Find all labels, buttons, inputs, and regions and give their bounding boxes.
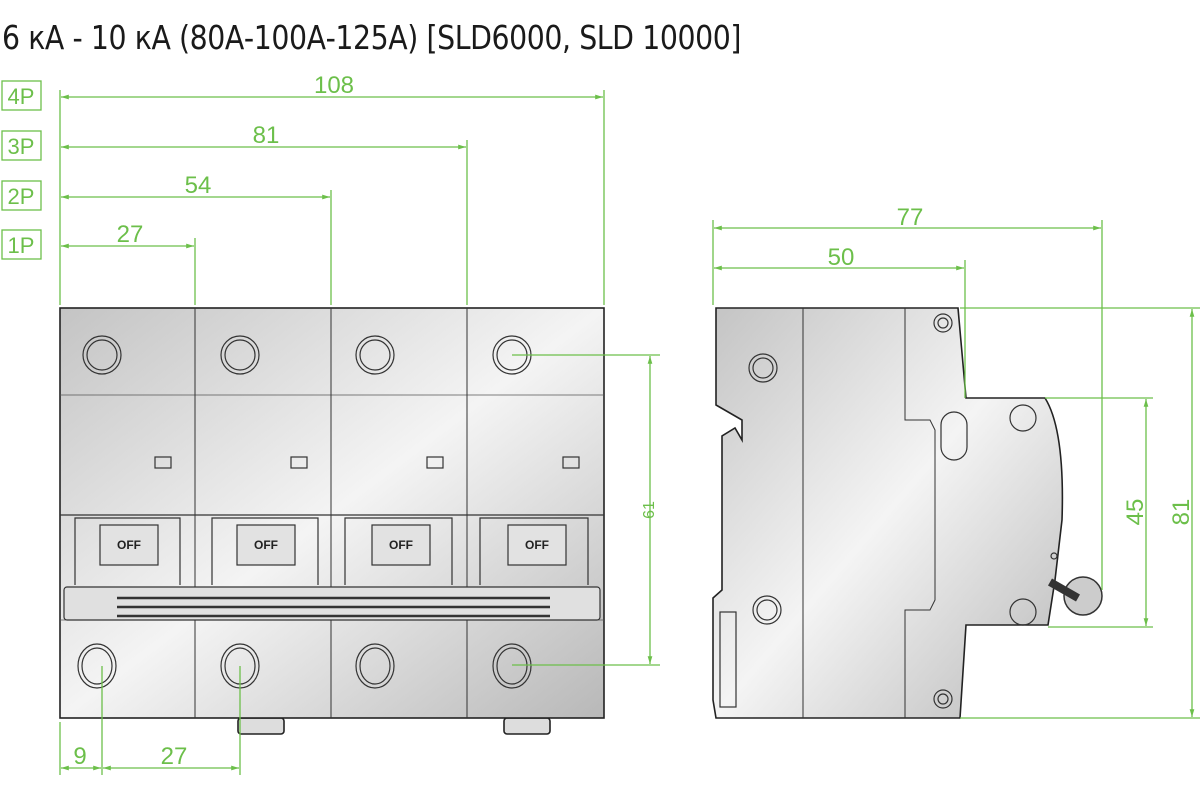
dim-terminal-height: 61 [641, 501, 658, 519]
page-title: 6 кА - 10 кА (80А-100А-125А) [SLD6000, S… [2, 18, 741, 57]
svg-text:3P: 3P [8, 134, 35, 159]
svg-text:1P: 1P [8, 233, 35, 258]
dim-front-height: 45 [1122, 499, 1149, 526]
pole-label-1p: 1P [1, 229, 42, 260]
front-width-dimensions: 108 81 54 27 [59, 72, 605, 305]
dim-1p-width: 27 [117, 221, 144, 248]
breaker-side-view [712, 307, 1103, 719]
svg-text:2P: 2P [8, 184, 35, 209]
handle-off-label: OFF [389, 538, 413, 552]
pole-label-3p: 3P [1, 130, 42, 161]
side-dimensions: 77 50 45 81 [712, 204, 1200, 719]
svg-text:4P: 4P [8, 84, 35, 109]
handle-off-label: OFF [254, 538, 278, 552]
handle-off-label: OFF [525, 538, 549, 552]
dim-terminal-pitch: 27 [161, 743, 188, 770]
dim-3p-width: 81 [253, 122, 280, 149]
dim-4p-width: 108 [314, 72, 354, 99]
pole-label-4p: 4P [1, 80, 42, 111]
dim-total-height: 81 [1168, 499, 1195, 526]
dim-depth-body: 50 [828, 244, 855, 271]
dim-edge-to-terminal: 9 [73, 743, 86, 770]
pole-label-2p: 2P [1, 180, 42, 211]
front-terminal-dimensions: 61 9 27 [59, 354, 660, 775]
breaker-front-view: OFF OFF OFF OFF [59, 307, 605, 735]
dim-2p-width: 54 [185, 172, 212, 199]
dim-depth-total: 77 [897, 204, 924, 231]
handle-off-label: OFF [117, 538, 141, 552]
